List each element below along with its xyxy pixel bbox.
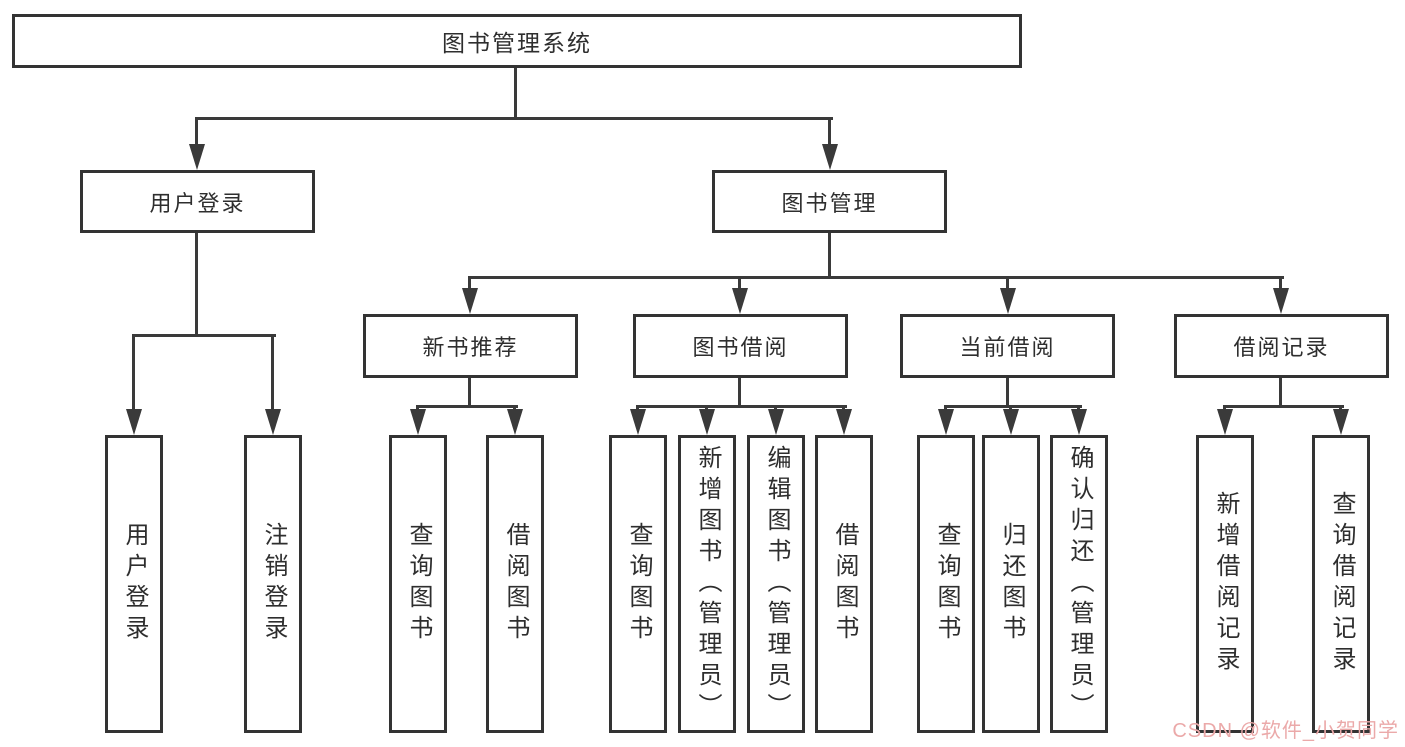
connector-hline — [416, 405, 518, 408]
node-label: 用户登录 — [121, 522, 148, 646]
arrow-down-icon — [699, 409, 715, 435]
connector-hline — [1223, 405, 1344, 408]
node-add-books-admin: 新增图书（管理员） — [678, 435, 736, 733]
connector-vline — [828, 117, 831, 147]
connector-hline — [468, 276, 1284, 279]
connector-vline — [738, 276, 741, 292]
node-borrow-books-recommend: 借阅图书 — [486, 435, 544, 733]
node-borrowing-records: 借阅记录 — [1174, 314, 1389, 378]
node-label: 图书借阅 — [692, 335, 789, 360]
connector-vline — [271, 334, 274, 412]
arrow-down-icon — [507, 409, 523, 435]
node-system-root: 图书管理系统 — [12, 14, 1022, 68]
node-borrow-books-leaf: 借阅图书 — [815, 435, 873, 733]
node-label: 归还图书 — [998, 522, 1025, 646]
node-label: 注销登录 — [260, 522, 287, 646]
node-query-books-recommend: 查询图书 — [389, 435, 447, 733]
arrow-down-icon — [768, 409, 784, 435]
node-label: 编辑图书（管理员） — [763, 444, 790, 724]
node-label: 新书推荐 — [422, 335, 519, 360]
connector-vline — [1279, 378, 1282, 408]
connector-vline — [738, 378, 741, 408]
node-add-borrow-record: 新增借阅记录 — [1196, 435, 1254, 733]
connector-vline — [195, 233, 198, 337]
node-label: 借阅图书 — [831, 522, 858, 646]
node-logout: 注销登录 — [244, 435, 302, 733]
arrow-down-icon — [126, 409, 142, 435]
arrow-down-icon — [630, 409, 646, 435]
node-edit-books-admin: 编辑图书（管理员） — [747, 435, 805, 733]
arrow-down-icon — [836, 409, 852, 435]
connector-hline — [944, 405, 1082, 408]
node-return-books: 归还图书 — [982, 435, 1040, 733]
node-user-login-leaf: 用户登录 — [105, 435, 163, 733]
node-query-borrow-record: 查询借阅记录 — [1312, 435, 1370, 733]
node-label: 查询图书 — [625, 522, 652, 646]
arrow-down-icon — [1003, 409, 1019, 435]
arrow-down-icon — [732, 288, 748, 314]
arrow-down-icon — [1217, 409, 1233, 435]
arrow-down-icon — [410, 409, 426, 435]
node-confirm-return-admin: 确认归还（管理员） — [1050, 435, 1108, 733]
node-label: 查询图书 — [933, 522, 960, 646]
node-new-book-recommendation: 新书推荐 — [363, 314, 578, 378]
connector-hline — [132, 334, 276, 337]
connector-vline — [468, 378, 471, 408]
node-label: 新增借阅记录 — [1212, 491, 1239, 677]
connector-vline — [132, 334, 135, 412]
node-label: 图书管理 — [781, 190, 878, 216]
node-label: 借阅记录 — [1233, 335, 1330, 360]
arrow-down-icon — [265, 409, 281, 435]
node-book-borrowing: 图书借阅 — [633, 314, 848, 378]
node-query-books-borrow: 查询图书 — [609, 435, 667, 733]
node-user-login: 用户登录 — [80, 170, 315, 233]
arrow-down-icon — [938, 409, 954, 435]
node-label: 借阅图书 — [502, 522, 529, 646]
node-label: 查询借阅记录 — [1328, 491, 1355, 677]
connector-vline — [1006, 378, 1009, 408]
connector-vline — [1006, 276, 1009, 292]
arrow-down-icon — [822, 144, 838, 170]
arrow-down-icon — [1333, 409, 1349, 435]
connector-vline — [514, 68, 517, 120]
node-query-books-current: 查询图书 — [917, 435, 975, 733]
node-label: 确认归还（管理员） — [1066, 444, 1093, 724]
arrow-down-icon — [1071, 409, 1087, 435]
connector-vline — [1279, 276, 1282, 292]
arrow-down-icon — [189, 144, 205, 170]
node-label: 新增图书（管理员） — [694, 444, 721, 724]
arrow-down-icon — [1000, 288, 1016, 314]
connector-hline — [195, 117, 833, 120]
node-book-management: 图书管理 — [712, 170, 947, 233]
node-label: 图书管理系统 — [442, 30, 592, 56]
node-label: 查询图书 — [405, 522, 432, 646]
arrow-down-icon — [462, 288, 478, 314]
node-label: 当前借阅 — [959, 335, 1056, 360]
connector-vline — [195, 117, 198, 147]
node-current-borrowing: 当前借阅 — [900, 314, 1115, 378]
connector-hline — [636, 405, 847, 408]
node-label: 用户登录 — [149, 190, 246, 216]
connector-vline — [468, 276, 471, 292]
arrow-down-icon — [1273, 288, 1289, 314]
connector-vline — [828, 233, 831, 279]
csdn-watermark: CSDN @软件_小贺同学 — [1172, 720, 1399, 742]
